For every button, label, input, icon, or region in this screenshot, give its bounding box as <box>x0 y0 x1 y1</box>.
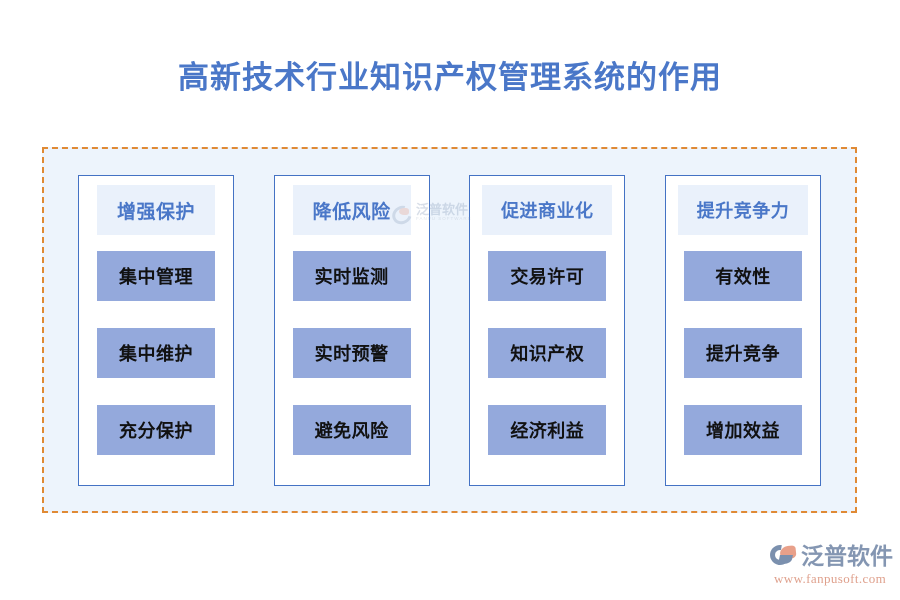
brand-url: www.fanpusoft.com <box>774 571 887 586</box>
brand-row: 泛普软件 <box>766 541 893 570</box>
column-card-2[interactable]: 降低风险 实时监测 实时预警 避免风险 <box>273 175 430 486</box>
column-item[interactable]: 知识产权 <box>488 328 607 378</box>
column-item[interactable]: 有效性 <box>683 251 802 301</box>
column-item[interactable]: 集中管理 <box>97 251 215 301</box>
column-card-4[interactable]: 提升竞争力 有效性 提升竞争 增加效益 <box>664 175 821 486</box>
column-items-3: 交易许可 知识产权 经济利益 <box>488 251 607 455</box>
column-item[interactable]: 交易许可 <box>488 251 607 301</box>
columns-row: 增强保护 集中管理 集中维护 充分保护 降低风险 实时监测 实时预警 避免风险 … <box>42 175 857 486</box>
column-header-3: 促进商业化 <box>482 185 613 235</box>
column-item[interactable]: 避免风险 <box>292 405 411 455</box>
fanpu-swoosh-icon <box>766 541 798 569</box>
column-header-2: 降低风险 <box>292 185 411 235</box>
brand-name: 泛普软件 <box>801 543 893 569</box>
column-card-3[interactable]: 促进商业化 交易许可 知识产权 经济利益 <box>469 175 626 486</box>
page-title: 高新技术行业知识产权管理系统的作用 <box>178 60 722 95</box>
column-items-4: 有效性 提升竞争 增加效益 <box>683 251 802 455</box>
column-item[interactable]: 实时监测 <box>292 251 411 301</box>
column-item[interactable]: 提升竞争 <box>683 328 802 378</box>
column-item[interactable]: 经济利益 <box>488 405 607 455</box>
column-items-1: 集中管理 集中维护 充分保护 <box>97 251 215 455</box>
column-header-1: 增强保护 <box>97 185 215 235</box>
column-item[interactable]: 充分保护 <box>97 405 215 455</box>
column-items-2: 实时监测 实时预警 避免风险 <box>292 251 411 455</box>
brand-logo: 泛普软件 www.fanpusoft.com <box>766 541 893 588</box>
column-item[interactable]: 集中维护 <box>97 328 215 378</box>
column-item[interactable]: 增加效益 <box>683 405 802 455</box>
column-card-1[interactable]: 增强保护 集中管理 集中维护 充分保护 <box>78 175 234 486</box>
column-header-4: 提升竞争力 <box>677 185 808 235</box>
column-item[interactable]: 实时预警 <box>292 328 411 378</box>
